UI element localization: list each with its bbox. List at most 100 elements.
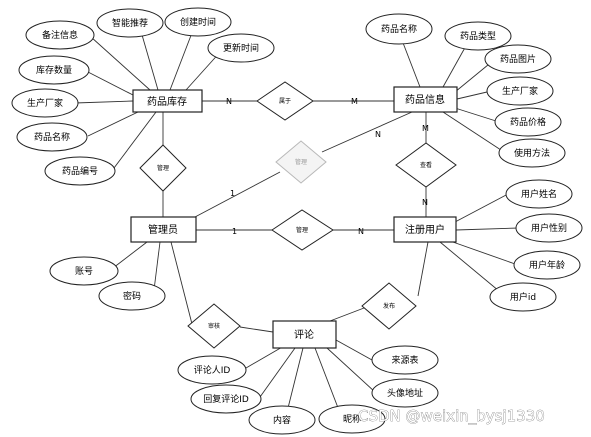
attr-user-name-label: 用户姓名 — [521, 188, 557, 200]
link-inv-stock — [87, 71, 134, 96]
link-inv-recommend — [139, 27, 159, 91]
link-info-image — [454, 59, 495, 93]
attr-user-name: 用户姓名 — [505, 179, 573, 209]
relation-manage-user[interactable]: 管理 — [271, 209, 334, 251]
link-info-price — [454, 107, 497, 122]
attr-info-usage-label: 使用方法 — [514, 147, 550, 159]
attr-inventory-created: 创建时间 — [164, 7, 232, 37]
link-inv-code — [113, 111, 157, 169]
link-comment-reply — [259, 347, 296, 398]
attr-inventory-code: 药品编号 — [44, 156, 116, 186]
attr-admin-account-label: 账号 — [75, 266, 93, 277]
attr-comment-reply-label: 回复评论ID — [203, 393, 249, 405]
link-comment-avatar — [326, 347, 376, 393]
link-user-id — [439, 241, 506, 297]
relation-review[interactable]: 审核 — [187, 303, 241, 349]
attr-user-id-label: 用户id — [510, 291, 536, 303]
entity-admin-label: 管理员 — [148, 223, 178, 236]
attr-comment-content: 内容 — [248, 405, 316, 435]
entity-admin[interactable]: 管理员 — [130, 216, 197, 243]
link-comment-nick — [314, 347, 341, 414]
attr-comment-nick: 昵称 — [318, 404, 386, 434]
attr-inventory-remark-label: 备注信息 — [42, 29, 78, 41]
link-admin-publish — [194, 171, 281, 218]
link-user-age — [449, 240, 519, 266]
attr-inventory-remark: 备注信息 — [25, 20, 95, 50]
link-comment-source — [335, 339, 373, 361]
attr-user-age: 用户年龄 — [513, 250, 581, 280]
csdn-watermark: CSDN @weixin_bysj1330 — [358, 407, 545, 426]
link-comment-author — [245, 345, 285, 369]
entity-drug-info[interactable]: 药品信息 — [393, 86, 458, 113]
attr-inventory-recommend-label: 智能推荐 — [112, 17, 148, 29]
relation-belongs[interactable]: 属于 — [256, 81, 314, 121]
attr-inventory-code-label: 药品编号 — [62, 165, 98, 177]
relation-manage-inventory-label: 管理 — [157, 164, 169, 172]
cardinality-labels: N M 1 N 1 N M N — [226, 97, 429, 236]
card-user-view: N — [422, 198, 428, 207]
attr-inventory-maker: 生产厂家 — [11, 88, 79, 118]
attr-comment-nick-label: 昵称 — [343, 413, 361, 425]
attr-comment-source-label: 来源表 — [391, 354, 418, 366]
attr-comment-avatar: 头像地址 — [371, 378, 439, 408]
entity-drug-info-label: 药品信息 — [405, 93, 445, 106]
link-user-gender — [455, 227, 520, 231]
attr-inventory-updated-label: 更新时间 — [223, 42, 259, 54]
attr-inventory-stock: 库存数量 — [18, 55, 90, 85]
relation-view[interactable]: 查看 — [395, 142, 457, 188]
entity-drug-inventory[interactable]: 药品库存 — [132, 89, 203, 113]
link-inv-maker — [74, 100, 134, 104]
attr-info-price-label: 药品价格 — [510, 116, 546, 128]
attr-inventory-updated: 更新时间 — [207, 33, 275, 63]
link-comment-content — [286, 347, 304, 413]
link-inv-remark — [90, 36, 151, 91]
link-post-comment — [329, 307, 365, 322]
attr-admin-account: 账号 — [49, 256, 119, 286]
attr-info-type: 药品类型 — [444, 21, 512, 51]
link-user-post — [417, 241, 429, 297]
attr-inventory-maker-label: 生产厂家 — [27, 97, 63, 109]
link-admin-account — [112, 241, 148, 269]
entity-registered-user[interactable]: 注册用户 — [393, 216, 457, 243]
connector-lines — [74, 24, 520, 414]
card-admin-user: 1 — [232, 227, 237, 236]
link-review-comment — [239, 326, 274, 333]
card-info-publish: N — [375, 130, 381, 139]
attr-info-type-label: 药品类型 — [460, 30, 496, 42]
attr-info-name: 药品名称 — [365, 13, 433, 45]
relation-manage-user-label: 管理 — [296, 226, 308, 234]
attr-comment-author: 评论人ID — [177, 355, 247, 385]
link-info-type — [442, 43, 468, 88]
attr-admin-password: 密码 — [98, 281, 166, 311]
attr-inventory-created-label: 创建时间 — [180, 16, 216, 28]
attr-comment-content-label: 内容 — [273, 414, 291, 426]
relation-post-label: 发布 — [383, 302, 395, 310]
relation-publish-label: 管理 — [295, 158, 307, 166]
attr-comment-author-label: 评论人ID — [194, 364, 231, 376]
relation-post[interactable]: 发布 — [361, 282, 417, 330]
attr-info-name-label: 药品名称 — [381, 23, 417, 35]
relation-view-label: 查看 — [420, 161, 432, 169]
relation-review-label: 审核 — [208, 322, 220, 330]
relation-publish[interactable]: 管理 — [275, 140, 327, 184]
attr-inventory-name: 药品名称 — [16, 122, 88, 152]
attr-user-id: 用户id — [489, 282, 557, 312]
relation-manage-inventory[interactable]: 管理 — [139, 144, 187, 192]
link-info-maker — [456, 91, 488, 100]
attr-inventory-name-label: 药品名称 — [34, 131, 70, 143]
attr-comment-avatar-label: 头像地址 — [387, 387, 423, 399]
attr-inventory-stock-label: 库存数量 — [36, 64, 72, 76]
attr-info-maker: 生产厂家 — [486, 76, 554, 106]
entity-comment-label: 评论 — [294, 328, 314, 341]
card-info-belongs: M — [351, 97, 358, 106]
attr-comment-reply: 回复评论ID — [190, 384, 262, 414]
link-user-name — [454, 193, 509, 223]
card-admin-publish: 1 — [230, 189, 235, 198]
attr-info-image-label: 药品图片 — [500, 53, 536, 65]
attr-user-gender: 用户性别 — [515, 213, 583, 243]
attr-info-maker-label: 生产厂家 — [502, 85, 538, 97]
link-info-usage — [442, 111, 505, 153]
entity-drug-inventory-label: 药品库存 — [147, 95, 187, 108]
entity-comment[interactable]: 评论 — [272, 320, 337, 349]
